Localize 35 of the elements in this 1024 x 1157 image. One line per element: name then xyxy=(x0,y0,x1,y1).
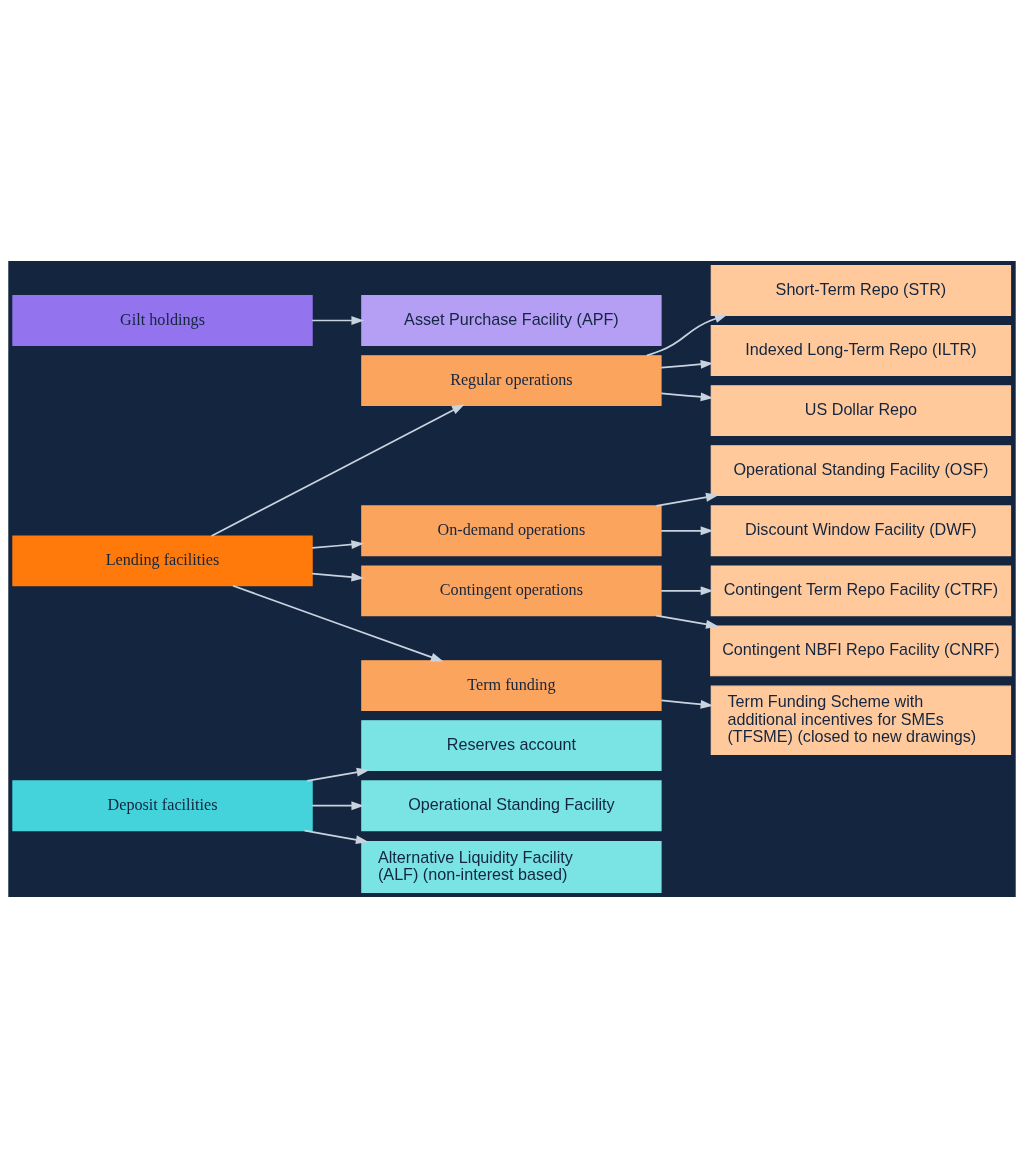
arrow xyxy=(660,699,714,709)
arrow xyxy=(311,800,365,810)
arrow xyxy=(660,525,714,535)
node-box: Contingent Term Repo Facility (CTRF) xyxy=(710,564,1012,616)
node-box: Contingent operations xyxy=(361,564,662,616)
arrow xyxy=(232,584,444,662)
arrow xyxy=(311,572,365,581)
arrow xyxy=(660,391,714,401)
node-box: Operational Standing Facility xyxy=(361,779,662,831)
node-box: Operational Standing Facility (OSF) xyxy=(710,444,1012,496)
arrow xyxy=(660,359,714,369)
node-box: Short-Term Repo (STR) xyxy=(710,264,1012,316)
node-box: Gilt holdings xyxy=(12,294,313,346)
arrow xyxy=(655,492,719,507)
node-box: Discount Window Facility (DWF) xyxy=(710,504,1012,556)
arrow xyxy=(645,313,728,357)
arrow xyxy=(655,614,719,629)
node-box: Regular operations xyxy=(361,354,662,406)
node-box: Asset Purchase Facility (APF) xyxy=(361,294,662,346)
node-box: Term funding xyxy=(361,659,662,711)
node-box: On-demand operations xyxy=(361,504,662,556)
node-box: Term Funding Scheme with additional incentives for SMEs (TFSME) (closed to new drawings) xyxy=(710,685,1012,755)
arrow xyxy=(660,585,714,595)
node-box: Alternative Liquidity Facility (ALF) (non-interest based) xyxy=(361,840,662,893)
node-box: Reserves account xyxy=(361,719,662,771)
node-box: Contingent NBFI Repo Facility (CNRF) xyxy=(710,625,1012,676)
arrow xyxy=(210,403,465,537)
node-box: Lending facilities xyxy=(12,534,313,586)
arrow xyxy=(311,315,365,325)
arrow xyxy=(303,829,369,844)
arrow xyxy=(306,767,370,782)
arrow xyxy=(311,539,365,549)
node-box: US Dollar Repo xyxy=(710,384,1012,436)
node-box: Deposit facilities xyxy=(12,779,313,831)
node-box: Indexed Long-Term Repo (ILTR) xyxy=(710,324,1012,376)
